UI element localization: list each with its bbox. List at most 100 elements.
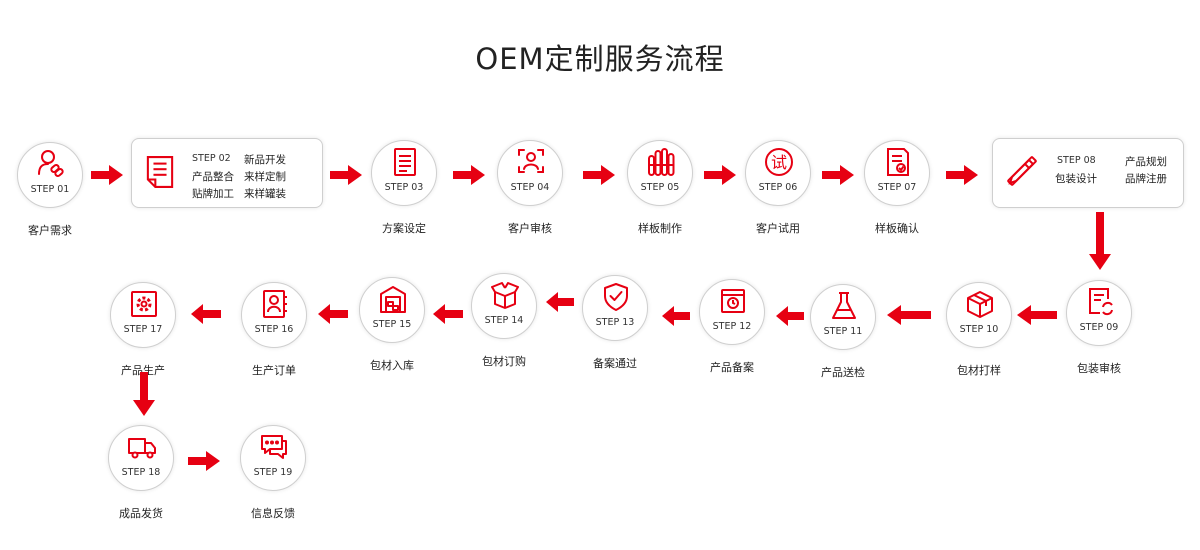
face-scan-icon: [518, 149, 544, 173]
step-09-node: STEP 09 包装审核: [1066, 280, 1132, 375]
step-number: STEP 05: [640, 182, 680, 193]
step-number: STEP 04: [510, 182, 550, 193]
step-item: 来样罐装: [244, 188, 286, 200]
arrow-left: [662, 306, 690, 326]
truck-icon: [128, 438, 156, 459]
step-number: STEP 17: [123, 324, 163, 335]
box-icon: [967, 291, 993, 318]
step-number: STEP 09: [1079, 322, 1119, 333]
warehouse-icon: [380, 286, 406, 313]
svg-text:试: 试: [771, 153, 787, 172]
step-circle: [359, 277, 425, 343]
step-label: 备案通过: [593, 357, 637, 370]
step-label: 包材订购: [482, 355, 526, 368]
step-circle: 试: [745, 140, 811, 206]
step-04-node: STEP 04 客户审核: [497, 140, 563, 235]
step-item: 品牌注册: [1125, 173, 1167, 185]
arrow-left: [1017, 305, 1057, 325]
step-05-node: STEP 05 样板制作: [627, 140, 693, 235]
step-circle: [699, 279, 765, 345]
arrow-right: [330, 165, 362, 185]
step-label: 样板制作: [638, 222, 682, 235]
step-number: STEP 08: [1057, 155, 1096, 166]
step-11-node: STEP 11 产品送检: [810, 284, 876, 379]
step-circle: [864, 140, 930, 206]
page-title: OEM定制服务流程: [475, 42, 725, 76]
open-box-icon: [491, 282, 519, 309]
step-circle: [946, 282, 1012, 348]
step-circle: [17, 142, 83, 208]
step-number: STEP 07: [877, 182, 917, 193]
folder-clock-icon: [721, 289, 745, 313]
step-circle: [240, 425, 306, 491]
trial-icon: 试: [765, 148, 793, 176]
step-item: 贴牌加工: [192, 188, 234, 200]
step-15-node: STEP 15 包材入库: [359, 277, 425, 372]
step-19-node: STEP 19 信息反馈: [240, 425, 306, 520]
chat-icon: [261, 435, 287, 459]
step-number: STEP 19: [253, 467, 293, 478]
step-label: 生产订单: [252, 364, 296, 377]
arrow-left: [546, 292, 574, 312]
list-icon: [394, 148, 416, 176]
step-item: 新品开发: [244, 154, 286, 166]
step-number: STEP 15: [372, 319, 412, 330]
gear-icon: [131, 291, 157, 317]
step-07-node: STEP 07 样板确认: [864, 140, 930, 235]
step-item: 包装设计: [1055, 173, 1097, 185]
step-item: 产品整合: [192, 171, 234, 183]
step-label: 客户审核: [508, 222, 552, 235]
doc-check-icon: [887, 148, 909, 176]
step-14-node: STEP 14 包材订购: [471, 273, 537, 368]
step-circle: [108, 425, 174, 491]
user-link-icon: [38, 150, 64, 177]
test-tubes-icon: [648, 148, 675, 176]
step-label: 包材打样: [957, 364, 1001, 377]
step-label: 客户需求: [28, 224, 72, 237]
step-number: STEP 18: [121, 467, 161, 478]
step-label: 成品发货: [119, 507, 163, 520]
doc-refresh-icon: [1089, 288, 1113, 316]
step-number: STEP 03: [384, 182, 424, 193]
step-circle: [497, 140, 563, 206]
arrow-down: [133, 372, 155, 416]
step-circle: [627, 140, 693, 206]
arrow-right: [91, 165, 123, 185]
arrow-down: [1089, 212, 1111, 270]
step-10-node: STEP 10 包材打样: [946, 282, 1012, 377]
step-number: STEP 01: [30, 184, 70, 195]
step-02-box: STEP 02 新品开发 产品整合 来样定制 贴牌加工 来样罐装: [131, 138, 323, 208]
step-number: STEP 12: [712, 321, 752, 332]
step-label: 产品生产: [121, 364, 165, 377]
arrow-left: [433, 304, 463, 324]
step-circle: [241, 282, 307, 348]
step-label: 信息反馈: [251, 507, 295, 520]
contact-book-icon: [263, 290, 287, 318]
arrow-right: [704, 165, 736, 185]
arrow-left: [191, 304, 221, 324]
document-icon: [146, 156, 174, 188]
step-circle: [371, 140, 437, 206]
flask-icon: [832, 292, 856, 319]
step-number: STEP 06: [758, 182, 798, 193]
arrow-right: [453, 165, 485, 185]
step-number: STEP 11: [823, 326, 863, 337]
arrow-left: [776, 306, 804, 326]
shield-check-icon: [604, 283, 628, 311]
step-circle: [110, 282, 176, 348]
arrow-right: [583, 165, 615, 185]
step-number: STEP 02: [192, 153, 231, 164]
step-label: 样板确认: [875, 222, 919, 235]
step-number: STEP 16: [254, 324, 294, 335]
step-label: 客户试用: [756, 222, 800, 235]
arrow-right: [822, 165, 854, 185]
step-08-box: STEP 08 产品规划 包装设计 品牌注册: [992, 138, 1184, 208]
step-number: STEP 13: [595, 317, 635, 328]
step-item: 产品规划: [1125, 156, 1167, 168]
step-label: 产品送检: [821, 366, 865, 379]
step-circle: [582, 275, 648, 341]
step-circle: [1066, 280, 1132, 346]
arrow-right: [188, 451, 220, 471]
step-18-node: STEP 18 成品发货: [108, 425, 174, 520]
step-number: STEP 14: [484, 315, 524, 326]
